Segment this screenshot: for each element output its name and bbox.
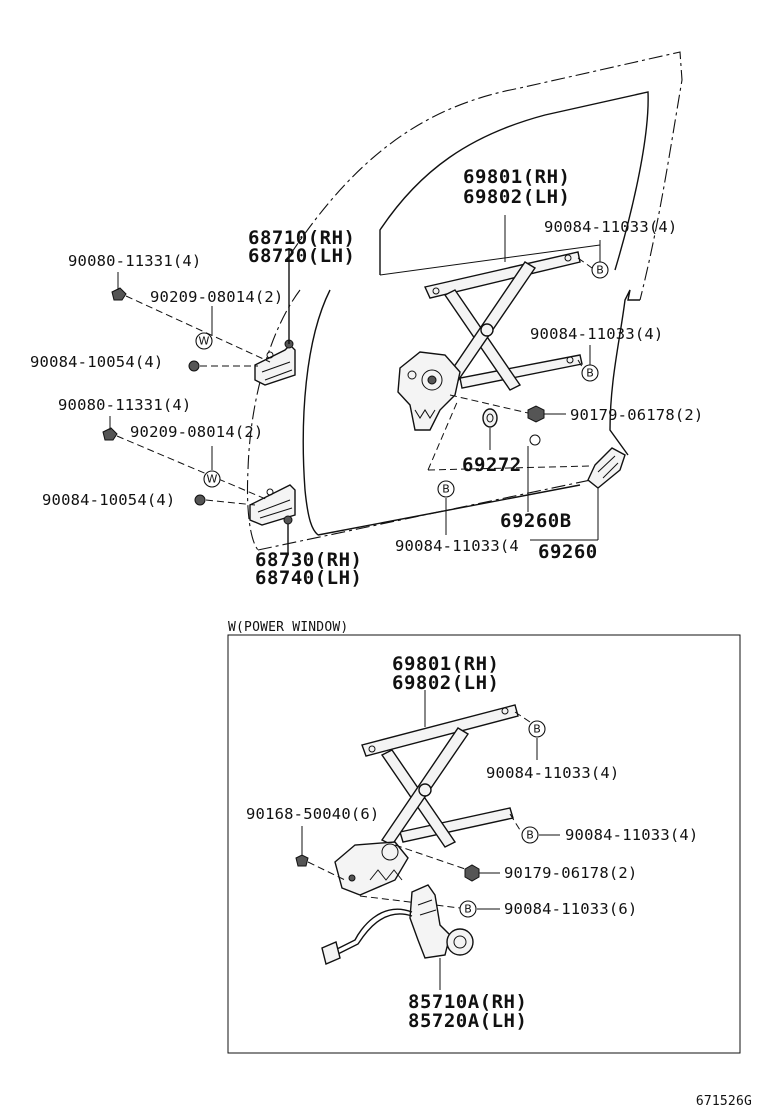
lower-hinge	[249, 484, 296, 555]
svg-text:W: W	[207, 473, 218, 486]
pw-marker-b-1: B	[528, 720, 546, 738]
power-window-title: W(POWER WINDOW)	[228, 620, 348, 635]
label-bolt-lower-a: 90080-11331(4)	[58, 396, 191, 414]
lower-hinge-bolts	[102, 416, 269, 506]
marker-b-1: B	[591, 261, 609, 279]
label-regulator-top-rh: 69801(RH)	[463, 166, 570, 188]
figure-code: 671526G	[696, 1094, 752, 1109]
upper-hinge-bolts	[111, 272, 271, 372]
label-hinge-upper-lh: 68720(LH)	[248, 245, 355, 267]
label-bolt-upper-b: 90209-08014(2)	[150, 288, 283, 306]
label-handle-clip: 69260B	[500, 510, 572, 532]
upper-hinge	[254, 248, 296, 386]
pw-screw	[295, 826, 309, 867]
svg-text:W: W	[199, 335, 210, 348]
label-pw-nut: 90179-06178(2)	[504, 864, 637, 882]
window-handle	[427, 399, 626, 541]
label-bolt-lower-c: 90084-10054(4)	[42, 491, 175, 509]
label-pw-bolt-2: 90084-11033(4)	[565, 826, 698, 844]
marker-b-2: B	[581, 364, 599, 382]
label-bolt-upper-c: 90084-10054(4)	[30, 353, 163, 371]
label-washer: 69272	[462, 454, 522, 476]
svg-text:B: B	[442, 483, 450, 496]
label-hinge-lower-lh: 68740(LH)	[255, 567, 362, 589]
label-nut-right: 90179-06178(2)	[570, 406, 703, 424]
label-bolt-lower-b: 90209-08014(2)	[130, 423, 263, 441]
power-window-box	[227, 634, 741, 1054]
label-regulator-top-lh: 69802(LH)	[463, 186, 570, 208]
marker-b-3: B	[437, 480, 455, 498]
pw-nut	[464, 864, 500, 882]
svg-text:B: B	[596, 264, 604, 277]
label-pw-regulator-lh: 69802(LH)	[392, 672, 499, 694]
svg-text:B: B	[464, 903, 472, 916]
label-pw-bolt-1: 90084-11033(4)	[486, 764, 619, 782]
label-bolt-mid-right: 90084-11033(4)	[530, 325, 663, 343]
svg-text:B: B	[533, 723, 541, 736]
label-hinge-upper-rh: 68710(RH)	[248, 227, 355, 249]
marker-w-upper: W	[195, 332, 213, 350]
label-pw-motor-rh: 85710A(RH)	[408, 991, 527, 1013]
pw-marker-b-3: B	[459, 900, 477, 918]
nut-and-washer	[449, 394, 566, 512]
manual-regulator	[397, 215, 601, 431]
label-bolt-upper-a: 90080-11331(4)	[68, 252, 201, 270]
label-pw-screw: 90168-50040(6)	[246, 805, 379, 823]
marker-w-lower: W	[203, 470, 221, 488]
label-pw-regulator-rh: 69801(RH)	[392, 653, 499, 675]
label-pw-motor-lh: 85720A(LH)	[408, 1010, 527, 1032]
svg-text:B: B	[586, 367, 594, 380]
window-motor	[321, 884, 474, 990]
power-regulator	[307, 690, 538, 909]
label-hinge-lower-rh: 68730(RH)	[255, 549, 362, 571]
door-outline	[246, 51, 683, 551]
svg-text:B: B	[526, 829, 534, 842]
pw-marker-b-2: B	[521, 826, 539, 844]
label-handle: 69260	[538, 541, 598, 563]
label-pw-bolt-3: 90084-11033(6)	[504, 900, 637, 918]
label-bolt-top-right: 90084-11033(4)	[544, 218, 677, 236]
label-bolt-bottom: 90084-11033(4	[395, 537, 519, 555]
